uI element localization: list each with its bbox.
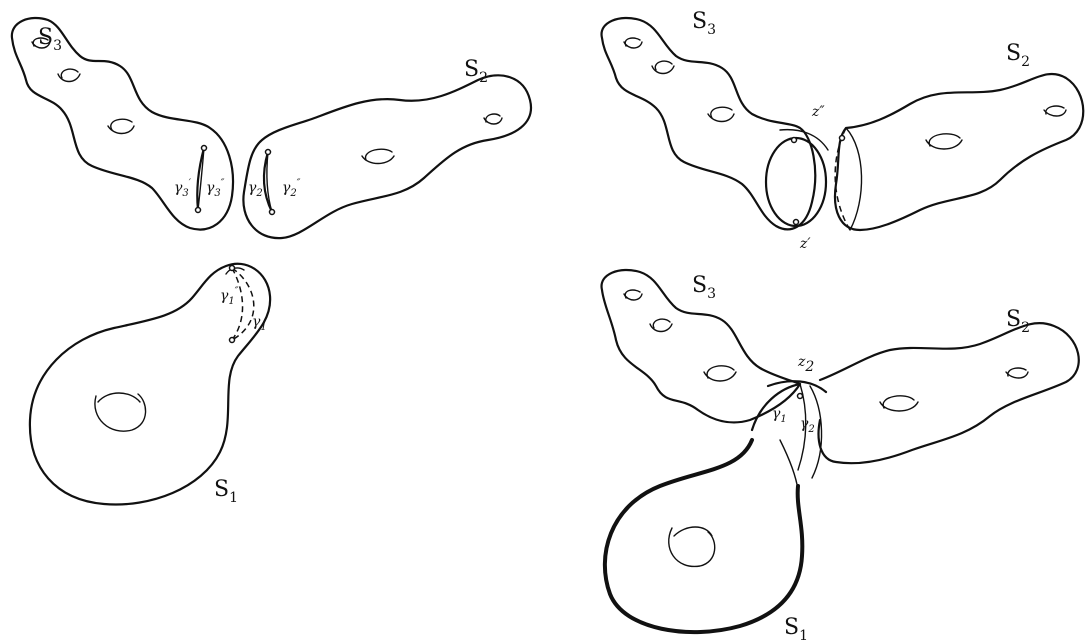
marked-point <box>792 138 797 143</box>
marked-point <box>230 338 235 343</box>
marked-point <box>840 136 845 141</box>
label-gamma1-prime: γ1′ <box>252 312 270 333</box>
label-z2: z2 <box>797 354 814 375</box>
handle-hole <box>624 42 642 48</box>
handle-hole <box>704 372 736 381</box>
handle-hole <box>707 366 734 378</box>
label-s1: S1 <box>214 477 238 506</box>
handle-hole <box>61 69 78 78</box>
surface-s2-outline <box>819 323 1079 463</box>
marked-point <box>798 394 803 399</box>
handle-hole <box>711 107 732 118</box>
handle-hole <box>883 396 914 408</box>
marked-point <box>202 146 207 151</box>
marked-point <box>230 266 235 271</box>
handle-hole <box>625 290 640 298</box>
marked-point <box>794 220 799 225</box>
label-s3: S3 <box>692 9 716 38</box>
marked-point <box>266 150 271 155</box>
label-gamma2-prime: γ2′ <box>248 178 266 199</box>
handle-hole <box>674 527 712 536</box>
label-gamma1-dprime: γ1″ <box>220 286 239 307</box>
handle-hole <box>1006 372 1028 378</box>
label-gamma2-dprime: γ2″ <box>282 178 301 199</box>
label-s2: S2 <box>464 57 488 86</box>
handle-hole <box>1046 106 1064 114</box>
label-z-dprime: z″ <box>811 104 825 120</box>
handle-hole <box>366 149 392 160</box>
label-gamma3-dprime: γ3″ <box>206 178 225 199</box>
label-gamma3-prime: γ3′ <box>174 178 192 199</box>
surface-s3-outline <box>602 18 816 229</box>
label-z-prime: z′ <box>799 236 811 252</box>
cut-curve-gamma1 <box>232 268 254 340</box>
label-s2: S2 <box>1006 41 1030 70</box>
handle-hole <box>484 118 502 124</box>
handle-hole <box>653 319 670 328</box>
handle-hole <box>880 402 918 411</box>
handle-hole <box>486 114 500 122</box>
label-gamma2: γ2 <box>800 416 815 435</box>
label-s2: S2 <box>1006 307 1030 336</box>
surface-s1-outline <box>780 440 798 490</box>
label-s3: S3 <box>692 273 716 302</box>
surface-s1-outline <box>605 440 802 632</box>
label-gamma1: γ1 <box>772 406 787 425</box>
surface-s2-outline <box>243 75 531 238</box>
boundary-circle <box>846 128 862 230</box>
marked-point <box>270 210 275 215</box>
handle-hole <box>1008 368 1026 376</box>
handle-hole <box>98 393 140 402</box>
marked-point <box>196 208 201 213</box>
panel-separated <box>12 18 531 504</box>
handle-hole <box>362 156 394 164</box>
handle-hole <box>655 61 672 70</box>
boundary-circle <box>766 138 826 226</box>
label-s1: S1 <box>784 615 808 643</box>
handle-hole <box>926 140 962 149</box>
handle-hole <box>624 294 642 300</box>
handle-hole <box>929 134 960 146</box>
handle-hole <box>111 119 132 130</box>
handle-hole <box>1044 110 1066 116</box>
handle-hole <box>625 38 640 46</box>
surface-s2-outline <box>835 74 1083 230</box>
